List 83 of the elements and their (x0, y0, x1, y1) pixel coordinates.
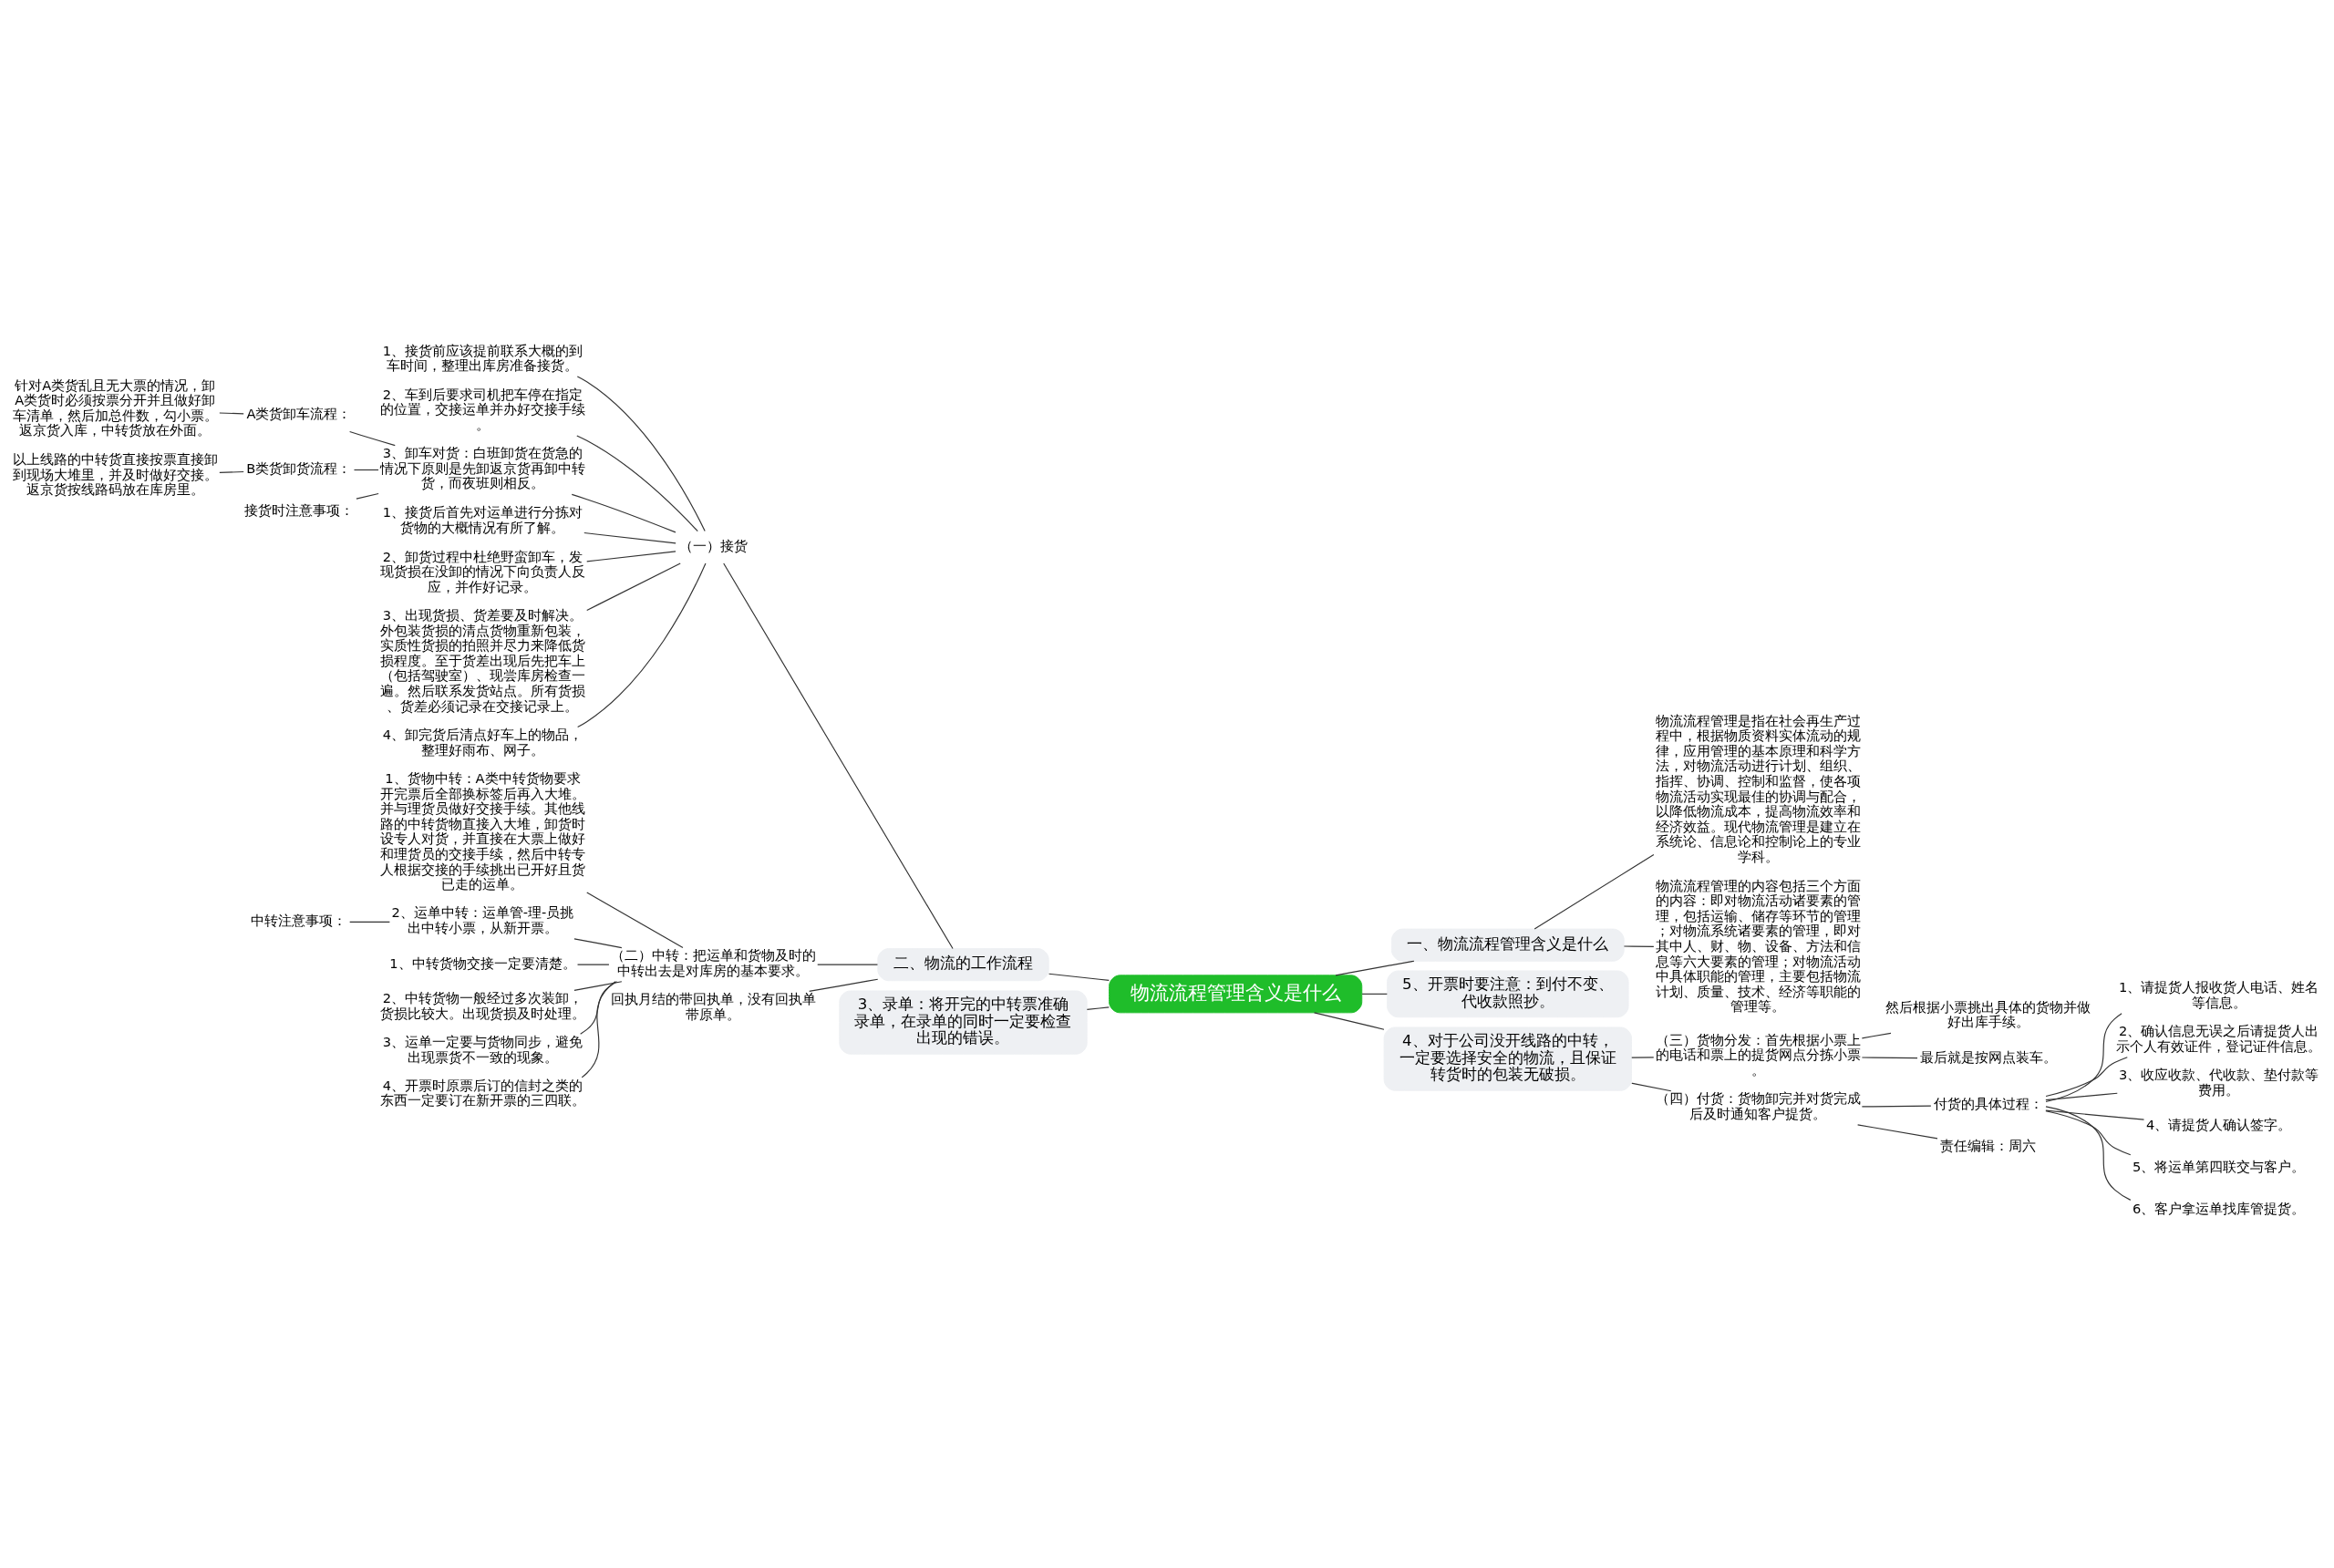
node-text: 中转注意事项： (251, 912, 347, 928)
connector (219, 411, 244, 414)
connector (1534, 853, 1655, 930)
node-text: 3、出现货损、货差要及时解决。外包装货损的清点货物重新包装，实质性货损的拍照并尽力来降低货损程度。至于货差出现后先把车上（包括驾驶室）、现尝库房检查一遍。然后联系发货站点。所有货损、货差必须记录在交接记录上。 (379, 606, 585, 713)
node-text: B类货卸货流程： (246, 459, 352, 476)
node-text: 3、运单一定要与货物同步，避免出现票货不一致的现象。 (382, 1033, 584, 1065)
node-text: 物流流程管理是指在社会再生产过程中，根据物质资料实体流动的规律，应用管理的基本原理和科学方法，对物流活动进行计划、组织、指挥、协调、控制和监督，使各项物流活动实现最佳的协调与配合，以降低物流成本，提高物流效率和经济效益。现代物流管理是建立在系统论、信息论和控制论上的专业学科。 (1655, 712, 1861, 864)
node-text: 回执月结的带回执单，没有回执单带原单。 (610, 990, 816, 1022)
connector (581, 980, 616, 1078)
node-text: 1、接货前应该提前联系大概的到车时间，整理出库房准备接货。 (382, 342, 584, 373)
connector (1048, 973, 1110, 981)
connector (723, 562, 954, 949)
node-box: 二、物流的工作流程 (877, 947, 1049, 981)
connector (573, 980, 623, 991)
node-box: 一、物流流程管理含义是什么 (1390, 928, 1625, 962)
connector (349, 430, 396, 446)
node-text: 最后就是按网点装车。 (1919, 1048, 2057, 1065)
connector (1631, 1056, 1655, 1058)
node-text: 6、客户拿运单找库管提货。 (2133, 1200, 2306, 1216)
connector (1335, 960, 1415, 975)
node-text: 3、收应收款、代收款、垫付款等费用。 (2119, 1066, 2319, 1098)
node-text: 1、中转货物交接一定要清楚。 (389, 954, 576, 971)
connector (580, 980, 618, 1035)
connector (573, 937, 623, 948)
node-text: 责任编辑：周六 (1940, 1137, 2037, 1153)
node-text: 1、接货后首先对运单进行分拣对货物的大概情况有所了解。 (382, 503, 584, 535)
connector (2045, 1105, 2132, 1201)
connector (1623, 944, 1655, 947)
node-text: 针对A类货乱且无大票的情况，卸A类货时必须按票分开并且做好卸车清单，然后加总件数，勾小票。返京货入库，中转货放在外面。 (12, 377, 218, 438)
node-box: 物流流程管理含义是什么 (1109, 974, 1363, 1013)
connector (586, 891, 684, 948)
node-text: 接货时注意事项： (243, 501, 354, 518)
connector (219, 470, 244, 473)
node-text: 1、货物中转：A类中转货物要求开完票后全部换标签后再入大堆。并与理货员做好交接手续。其他线路的中转货物直接入大堆，卸货时设专人对货，并直接在大票上做好和理货员的交接手续，然后中转专人根据交接的手续挑出已开好且货已走的运单。 (379, 769, 585, 892)
connector (586, 562, 681, 611)
connector (1361, 993, 1388, 995)
node-text: 以上线路的中转货直接按票直接卸到现场大堆里，并及时做好交接。返京货按线路码放在库房里。 (12, 450, 218, 497)
node-box: 3、录单：将开完的中转票准确录单，在录单的同时一定要检查出现的错误。 (839, 989, 1088, 1055)
node-text: （三）货物分发：首先根据小票上的电话和票上的提货网点分拣小票。 (1655, 1031, 1861, 1078)
node-text: 4、请提货人确认签字。 (2146, 1116, 2292, 1132)
node-text: A类货卸车流程： (246, 405, 352, 421)
connector (586, 550, 676, 562)
connector (2045, 1109, 2145, 1120)
connector (349, 921, 390, 923)
node-text: 4、卸完货后清点好车上的物品，整理好雨布、网子。 (382, 726, 584, 758)
node-text: 2、运单中转：运单管-理-员挑出中转小票，从新开票。 (391, 903, 574, 935)
node-text: 2、卸货过程中杜绝野蛮卸车，发现货损在没卸的情况下向负责人反应，并作好记录。 (379, 548, 585, 594)
node-text: 2、确认信息无误之后请提货人出示个人有效证件，登记证件信息。 (2116, 1022, 2322, 1054)
node-text: 4、开票时原票后订的信封之类的东西一定要订在新开票的三四联。 (379, 1077, 585, 1108)
node-text: 5、将运单第四联交与客户。 (2133, 1158, 2306, 1174)
connector (2045, 1109, 2132, 1155)
connector (1861, 1032, 1892, 1038)
node-box: 4、对于公司没开线路的中转，一定要选择安全的物流，且保证转货时的包装无破损。 (1383, 1026, 1632, 1091)
node-text: （二）中转：把运单和货物及时的中转出去是对库房的基本要求。 (610, 946, 816, 978)
node-text: （一）接货 (678, 537, 748, 553)
connector (1631, 1082, 1672, 1091)
connector (1313, 1011, 1385, 1030)
node-text: 2、中转货物一般经过多次装卸，货损比较大。出现货损及时处理。 (379, 989, 585, 1021)
connector (576, 434, 698, 531)
node-text: 2、车到后要求司机把车停在指定的位置，交接运单并办好交接手续。 (379, 386, 585, 432)
node-text: （四）付货：货物卸完并对货完成后及时通知客户提货。 (1655, 1089, 1861, 1121)
node-text: 3、卸车对货：白班卸货在货急的情况下原则是先卸返京货再卸中转货，而夜班则相反。 (379, 444, 585, 490)
connector (809, 978, 879, 992)
connector (2045, 1056, 2128, 1097)
connector (817, 964, 879, 965)
connector (577, 562, 707, 727)
connector (1861, 1056, 1918, 1058)
node-box: 5、开票时要注意：到付不变、代收款照抄。 (1387, 970, 1629, 1017)
connector (584, 531, 676, 543)
node-text: 1、请提货人报收货人电话、姓名等信息。 (2119, 978, 2319, 1010)
connector (571, 493, 676, 532)
connector (1086, 1006, 1110, 1010)
connector (576, 375, 706, 531)
node-text: 物流流程管理的内容包括三个方面的内容：即对物流活动诸要素的管理，包括运输、储存等环节的管理；对物流系统诸要素的管理，即对其中人、财、物、设备、方法和信息等六大要素的管理；对物流活动中具体职能的管理，主要包括物流计划、质量、技术、经济等职能的管理等。 (1655, 877, 1861, 1014)
connector (1861, 1105, 1932, 1108)
connector (353, 469, 379, 470)
connector (356, 492, 379, 500)
node-text: 付货的具体过程： (1933, 1095, 2043, 1111)
node-text: 然后根据小票挑出具体的货物并做好出库手续。 (1885, 998, 2091, 1029)
connector (2045, 1012, 2122, 1102)
connector (2045, 1092, 2118, 1100)
connector (576, 964, 610, 965)
connector (1857, 1123, 1938, 1139)
